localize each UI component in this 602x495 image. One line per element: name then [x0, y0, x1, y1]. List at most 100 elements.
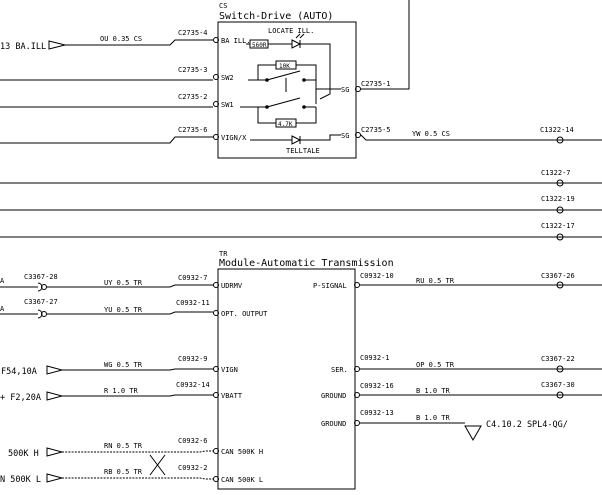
- connector-c1322-7: C1322-7: [541, 169, 571, 177]
- pin-sw1: SW1: [221, 101, 234, 109]
- connector-c1322-14: C1322-14: [540, 126, 574, 134]
- wire-rb-label: RB 0.5 TR: [104, 468, 143, 476]
- pin-circle: [213, 101, 219, 107]
- connector-circle: [556, 391, 564, 399]
- resistor-4k7-label: 4.7K: [278, 121, 293, 128]
- splice-ground-icon: [464, 425, 482, 442]
- connector-c3367-27: C3367-27: [24, 298, 58, 306]
- signal-arrow-icon: [46, 447, 64, 457]
- module-pin-p-signal: P-SIGNAL: [313, 282, 347, 290]
- signal-arrow-icon: [46, 391, 64, 401]
- module-pin-ser: SER.: [331, 366, 348, 374]
- connector-c0932-2: C0932-2: [178, 464, 208, 472]
- wire-r-label: R 1.0 TR: [104, 387, 139, 395]
- led-telltale-symbol: [291, 135, 302, 145]
- connector-c0932-1: C0932-1: [360, 354, 390, 362]
- can-h-label: 500K H: [8, 449, 39, 459]
- internal-wire: [257, 107, 276, 124]
- switch-lever-1: [266, 70, 301, 81]
- ba-ill-label: 13 BA.ILL: [0, 42, 46, 52]
- module-pin-ground-2: GROUND: [321, 420, 346, 428]
- module-pin-vbatt: VBATT: [221, 392, 243, 400]
- connector-circle: [41, 311, 47, 317]
- internal-wire: [257, 64, 276, 80]
- wire-opt-output: [47, 311, 213, 315]
- switch-drive-title: Switch-Drive (AUTO): [219, 11, 333, 22]
- pin-circle: [355, 86, 361, 92]
- connector-c3367-30: C3367-30: [541, 381, 575, 389]
- connector-c2735-1: C2735-1: [361, 80, 391, 88]
- wire-can-l-twisted: [62, 477, 213, 480]
- can-l-label: N 500K L: [0, 475, 41, 485]
- connector-c3367-26: C3367-26: [541, 272, 575, 280]
- led-locate-arrows: [295, 33, 305, 39]
- pin-sw2: SW2: [221, 74, 234, 82]
- left-a2-label: A: [0, 305, 5, 313]
- pin-circle: [213, 448, 219, 454]
- wire-sg-output: [360, 134, 602, 141]
- transmission-module-block: TR Module-Automatic Transmission UDRMV O…: [213, 250, 394, 490]
- wire-ou-label: OU 0.35 CS: [100, 35, 142, 43]
- connector-circle: [556, 206, 564, 214]
- locate-ill-label: LOCATE ILL.: [268, 27, 314, 35]
- connector-circle: [556, 365, 564, 373]
- twist-marker: [149, 454, 166, 476]
- led-locate-symbol: [291, 39, 302, 49]
- pin-circle: [213, 392, 219, 398]
- connector-c0932-16: C0932-16: [360, 382, 394, 390]
- switch-lever-2: [266, 97, 301, 108]
- module-pin-ground-1: GROUND: [321, 392, 346, 400]
- connector-c1322-17: C1322-17: [541, 222, 575, 230]
- fuse-f2-label: + F2,20A: [0, 393, 41, 403]
- wire-ba-ill: [65, 39, 213, 46]
- connector-c0932-10: C0932-10: [360, 272, 394, 280]
- internal-wire: [300, 134, 341, 141]
- pin-circle: [354, 392, 360, 398]
- connector-circle: [41, 284, 47, 290]
- internal-wire: [296, 107, 317, 124]
- wire-rn-label: RN 0.5 TR: [104, 442, 143, 450]
- connector-c3367-22: C3367-22: [541, 355, 575, 363]
- signal-arrow-icon: [46, 473, 64, 483]
- connector-c0932-14: C0932-14: [176, 381, 210, 389]
- pin-vign-x: VIGN/X: [221, 134, 247, 142]
- fuse-f54-label: F54,10A: [1, 367, 37, 377]
- wire-sg-ground: [361, 0, 410, 90]
- connector-c2735-5: C2735-5: [361, 126, 391, 134]
- pin-circle: [213, 366, 219, 372]
- pin-circle: [213, 310, 219, 316]
- bottom-left-wires: A A C3367-28 C3367-27 UY 0.5 TR YU 0.5 T…: [0, 273, 213, 485]
- wire-b-label-1: B 1.0 TR: [416, 387, 451, 395]
- connector-c2735-2: C2735-2: [178, 93, 208, 101]
- pin-circle: [213, 37, 219, 43]
- connector-c3367-28: C3367-28: [24, 273, 58, 281]
- module-box: [217, 268, 356, 490]
- module-pin-can-h: CAN 500K H: [221, 448, 263, 456]
- connector-c0932-7: C0932-7: [178, 274, 208, 282]
- connector-c1322-19: C1322-19: [541, 195, 575, 203]
- connector-circle: [556, 179, 564, 187]
- wire-yw-label: YW 0.5 CS: [412, 130, 450, 138]
- wire-b-label-2: B 1.0 TR: [416, 414, 451, 422]
- resistor-560r-label: 560R: [252, 42, 267, 49]
- wire-udrmv: [47, 284, 213, 288]
- switch-drive-code: CS: [219, 2, 227, 10]
- module-pin-can-l: CAN 500K L: [221, 476, 263, 484]
- telltale-label: TELLTALE: [286, 147, 320, 155]
- signal-arrow-icon: [48, 40, 66, 50]
- module-title: Module-Automatic Transmission: [219, 258, 394, 269]
- internal-wire: [300, 43, 331, 100]
- wire-can-h-twisted: [62, 450, 213, 453]
- connector-c0932-6: C0932-6: [178, 437, 208, 445]
- connector-circle: [556, 233, 564, 241]
- wire-vign: [0, 136, 213, 144]
- internal-wire: [296, 64, 317, 104]
- wire-vbatt: [62, 394, 213, 397]
- connector-c0932-13: C0932-13: [360, 409, 394, 417]
- wire-vign-module: [62, 368, 213, 371]
- connector-circle: [556, 281, 564, 289]
- bottom-right-wires: RU 0.5 TR C3367-26 OP 0.5 TR C3367-22 B …: [360, 272, 602, 442]
- pin-sg-2: SG: [341, 132, 349, 140]
- pin-circle: [213, 476, 219, 482]
- module-pin-vign: VIGN: [221, 366, 238, 374]
